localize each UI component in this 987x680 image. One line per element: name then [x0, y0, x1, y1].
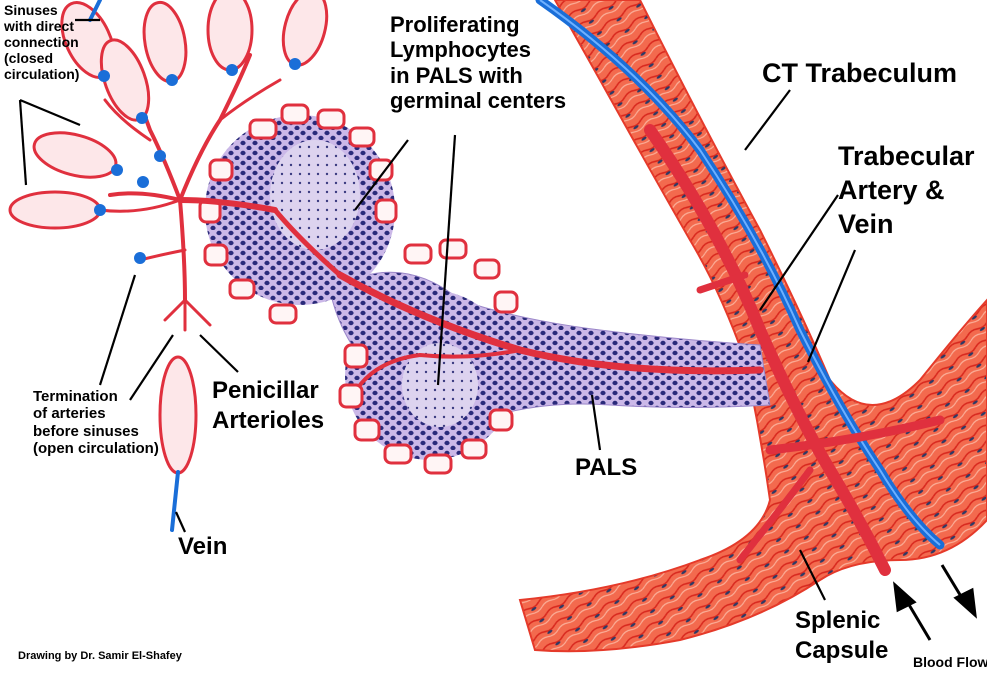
- label-line: Arterioles: [212, 407, 325, 434]
- upper-follicle-shape: [205, 115, 395, 305]
- label-line: circulation): [4, 66, 80, 83]
- blood-flow-arrows: [893, 564, 977, 641]
- label-line: with direct: [4, 18, 75, 35]
- label-line: Artery &: [838, 174, 945, 205]
- label-termination-arteries: Termination of arteries before sinuses (…: [33, 388, 159, 457]
- label-line: Splenic: [795, 607, 881, 634]
- label-ct-trabeculum: CT Trabeculum: [762, 58, 958, 88]
- trabecular-vein-shape: [535, 0, 945, 550]
- label-penicillar-arterioles: Penicillar Arterioles: [212, 376, 324, 436]
- label-line: Lymphocytes: [390, 37, 532, 63]
- small-veins: [88, 0, 180, 532]
- marginal-sinuses: [198, 103, 519, 475]
- label-line: Sinuses: [4, 2, 58, 18]
- label-line: Vein: [838, 208, 894, 239]
- central-artery-shape: [273, 208, 764, 387]
- label-line: Trabecular: [838, 141, 975, 171]
- pointer-lines: [18, 18, 857, 601]
- label-line: in PALS with: [390, 62, 523, 88]
- label-trabecular-artery-vein: Trabecular Artery & Vein: [838, 140, 975, 241]
- label-blood-flow: Blood Flow: [913, 654, 987, 670]
- splenic-sinuses: [8, 0, 329, 475]
- trabecular-artery-shape: [644, 124, 945, 576]
- label-vein: Vein: [178, 533, 228, 560]
- label-line: connection: [4, 34, 79, 51]
- sinus-tips-blue: [94, 58, 301, 264]
- label-line: germinal centers: [390, 87, 567, 113]
- label-line: (open circulation): [33, 439, 159, 457]
- label-line: Capsule: [795, 637, 889, 664]
- label-proliferating-lymphocytes: Proliferating Lymphocytes in PALS with g…: [390, 12, 566, 113]
- label-line: Termination: [33, 388, 118, 405]
- label-line: of arteries: [33, 405, 106, 423]
- label-line: before sinuses: [33, 422, 139, 440]
- label-line: Penicillar: [212, 377, 319, 404]
- label-line: Proliferating: [390, 12, 520, 37]
- label-pals: PALS: [575, 454, 638, 481]
- label-splenic-capsule: Splenic Capsule: [795, 606, 888, 666]
- drawing-credit: Drawing by Dr. Samir El-Shafey: [18, 650, 182, 662]
- label-sinuses-direct: Sinuses with direct connection (closed c…: [4, 2, 79, 82]
- label-line: (closed: [4, 50, 54, 67]
